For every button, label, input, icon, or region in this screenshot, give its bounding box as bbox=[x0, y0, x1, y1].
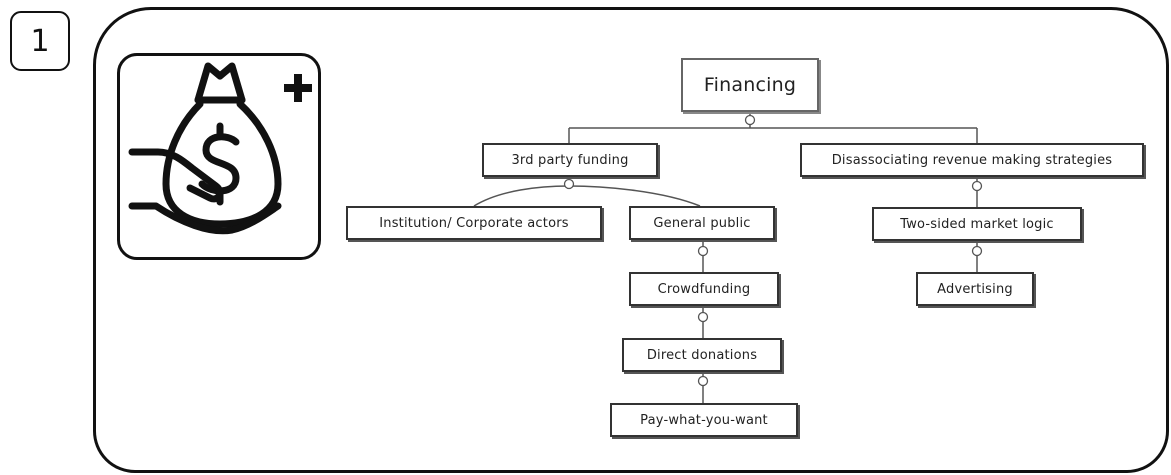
money-bag-plus-in-hand-icon bbox=[128, 62, 312, 235]
node-direct-donations: Direct donations bbox=[622, 338, 782, 372]
node-two-sided-market-logic: Two-sided market logic bbox=[872, 207, 1082, 241]
node-3rd-party-funding: 3rd party funding bbox=[482, 143, 658, 177]
node-financing: Financing bbox=[681, 58, 819, 112]
node-institution-corporate-actors: Institution/ Corporate actors bbox=[346, 206, 602, 240]
financing-icon-tile bbox=[117, 53, 321, 260]
figure-panel bbox=[93, 7, 1169, 473]
connector-circle bbox=[971, 245, 983, 257]
node-advertising: Advertising bbox=[916, 272, 1034, 306]
node-disassociating-revenue-strategies: Disassociating revenue making strategies bbox=[800, 143, 1144, 177]
connector-circle bbox=[744, 114, 756, 126]
connector-circle bbox=[697, 245, 709, 257]
connector-circle bbox=[697, 311, 709, 323]
figure-number-box: 1 bbox=[10, 11, 70, 71]
connector-circle bbox=[697, 375, 709, 387]
connector-circle bbox=[971, 180, 983, 192]
node-pay-what-you-want: Pay-what-you-want bbox=[610, 403, 798, 437]
node-general-public: General public bbox=[629, 206, 775, 240]
figure-number: 1 bbox=[30, 23, 50, 59]
node-crowdfunding: Crowdfunding bbox=[629, 272, 779, 306]
connector-circle bbox=[563, 178, 575, 190]
